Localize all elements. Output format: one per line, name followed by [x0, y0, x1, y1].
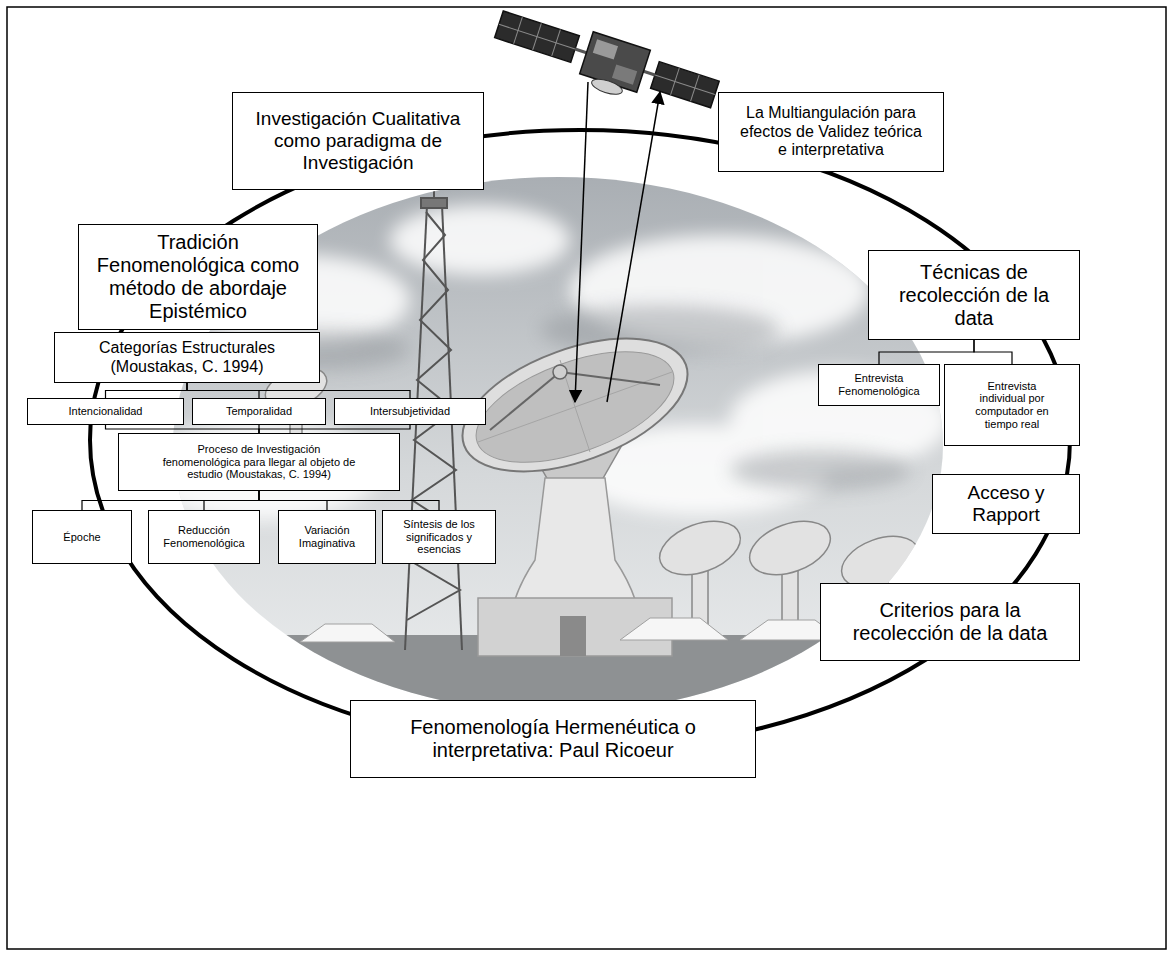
concept-box: Síntesis de los significados y esencias: [382, 510, 496, 564]
box-label: Criterios para la recolección de la data: [841, 599, 1059, 645]
box-label: Acceso y Rapport: [943, 482, 1069, 526]
box-label: Reducción Fenomenológica: [153, 524, 255, 549]
box-label: Entrevista Fenomenológica: [829, 372, 929, 397]
main-dish-part: [560, 616, 586, 656]
signal-arrows-part: [607, 92, 660, 402]
concept-box: Fenomenología Hermenéutica o interpretat…: [350, 700, 756, 778]
box-label: Proceso de Investigación fenomenológica …: [159, 443, 359, 481]
concept-box: Investigación Cualitativa como paradigma…: [232, 92, 484, 190]
satellite-part: [495, 11, 720, 108]
box-label: Técnicas de recolección de la data: [881, 261, 1067, 330]
cloud-shadows-part: [730, 450, 910, 490]
concept-box: Entrevista Fenomenológica: [818, 364, 940, 406]
main-dish: [445, 312, 705, 656]
main-dish-part: [462, 329, 688, 485]
concept-box: Proceso de Investigación fenomenológica …: [118, 433, 400, 491]
box-label: Intersubjetividad: [339, 405, 481, 418]
box-label: Categorías Estructurales (Moustakas, C. …: [85, 339, 289, 376]
concept-box: Criterios para la recolección de la data: [820, 583, 1080, 661]
small-dishes-part: [652, 511, 747, 585]
tree-connector: [974, 340, 1012, 364]
small-dishes-part: [742, 511, 837, 585]
signal-arrows: [575, 82, 660, 402]
lattice-tower-part: [405, 205, 427, 650]
main-dish-part-part: [575, 407, 590, 452]
tree-connector: [82, 491, 259, 510]
concept-box: Variación Imaginativa: [278, 510, 376, 564]
satellite-part-part: [655, 75, 715, 94]
main-dish-part-part: [490, 372, 560, 430]
satellite-part: [612, 65, 637, 85]
concept-box: Temporalidad: [192, 398, 326, 425]
box-label: Temporalidad: [197, 405, 321, 418]
box-label: Síntesis de los significados y esencias: [391, 518, 487, 556]
satellite-part: [644, 71, 655, 75]
box-label: Intencionalidad: [32, 405, 179, 418]
tents-part: [300, 624, 395, 642]
box-label: Entrevista individual por computador en …: [967, 380, 1057, 431]
concept-box: Entrevista individual por computador en …: [944, 364, 1080, 446]
main-dish-part: [553, 365, 567, 379]
box-label: Tradición Fenomenológica como método de …: [93, 231, 303, 323]
concept-box: Intencionalidad: [27, 398, 184, 425]
box-label: Fenomenología Hermenéutica o interpretat…: [375, 716, 731, 762]
signal-arrows-part: [575, 82, 588, 402]
concept-box: Intersubjetividad: [334, 398, 486, 425]
satellite-part: [651, 62, 720, 108]
concept-box: Categorías Estructurales (Moustakas, C. …: [54, 332, 320, 383]
clouds-part: [390, 205, 570, 275]
concept-box: Époche: [32, 510, 132, 564]
tree-connector: [259, 491, 439, 510]
concept-box: Acceso y Rapport: [932, 474, 1080, 534]
satellite-part: [593, 39, 618, 59]
box-label: Variación Imaginativa: [285, 524, 369, 549]
lattice-tower-part: [442, 205, 462, 650]
satellite-part: [495, 11, 580, 62]
satellite-part: [575, 49, 586, 53]
concept-box: Tradición Fenomenológica como método de …: [78, 224, 318, 330]
box-label: Investigación Cualitativa como paradigma…: [253, 108, 463, 174]
concept-box: Técnicas de recolección de la data: [868, 250, 1080, 340]
box-label: Époche: [37, 531, 127, 544]
tents-part: [620, 618, 728, 640]
box-label: La Multiangulación para efectos de Valid…: [735, 104, 927, 159]
main-dish-part-part: [575, 372, 672, 407]
page-frame: [7, 7, 1166, 949]
tree-connector: [187, 383, 410, 398]
satellite: [489, 3, 722, 125]
tree-connector: [106, 383, 188, 398]
tree-connector: [259, 425, 410, 433]
tree-connector: [204, 491, 259, 510]
concept-box: La Multiangulación para efectos de Valid…: [718, 92, 944, 172]
main-dish-part: [478, 360, 672, 452]
lattice-tower-part: [421, 198, 447, 208]
concept-box: Reducción Fenomenológica: [148, 510, 260, 564]
satellite-part: [590, 76, 624, 97]
tree-connector: [106, 425, 260, 433]
satellite-part-part: [499, 24, 575, 49]
main-dish-part-part: [478, 407, 575, 442]
tree-connector: [879, 340, 974, 364]
